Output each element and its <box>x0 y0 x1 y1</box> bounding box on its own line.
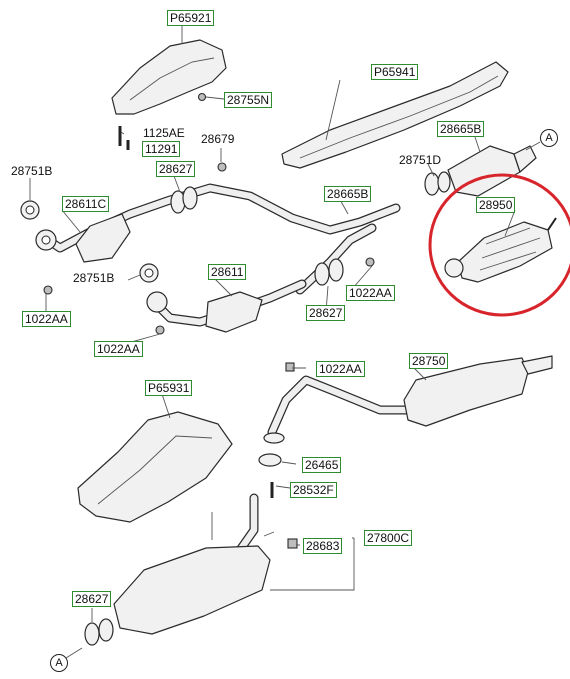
intermediate-pipe-inner <box>268 376 412 436</box>
label-28751b-left: 28751B <box>11 164 53 178</box>
label-28679: 28679 <box>201 132 235 146</box>
label-26465: 26465 <box>302 457 342 473</box>
hanger-28683 <box>287 538 298 549</box>
label-28627-top: 28627 <box>156 161 196 177</box>
gasket-28751b-mid-hole <box>144 268 154 278</box>
gasket-28627-bottom <box>84 622 100 646</box>
flange-28611-front <box>146 291 168 313</box>
label-p65941: P65941 <box>371 64 419 80</box>
catalytic-converter-28950-rib <box>479 227 541 271</box>
center-muffler-hanger <box>211 512 275 540</box>
flange-pipe-end <box>263 432 285 444</box>
label-28665b-top: 28665B <box>437 121 485 137</box>
label-28665b-mid: 28665B <box>324 186 372 202</box>
front-pipe-upper-inner <box>44 184 400 252</box>
nut-1022aa-low <box>155 325 165 335</box>
gasket-28751d <box>424 172 440 196</box>
hanger-rubber-1022aa <box>285 362 295 372</box>
nut-28679 <box>217 162 227 172</box>
ref-marker-a-bottom: A <box>50 654 68 672</box>
label-1125ae: 1125AE <box>143 126 185 140</box>
flange-28611c-front-hole <box>41 235 51 245</box>
label-11291: 11291 <box>142 141 181 157</box>
nut-1022aa-left <box>43 285 53 295</box>
intermediate-pipe <box>267 375 413 437</box>
label-28532f: 28532F <box>290 482 337 498</box>
label-28611c: 28611C <box>62 196 110 212</box>
heat-shield-tunnel-ridge <box>299 75 499 159</box>
label-28950: 28950 <box>476 197 516 213</box>
gasket-28627-mid <box>314 262 330 286</box>
nut-28755n <box>197 92 207 102</box>
label-1022aa-left: 1022AA <box>22 311 71 327</box>
catalytic-converter-28611c <box>75 213 131 263</box>
label-28751d: 28751D <box>399 153 442 167</box>
rear-muffler-tail <box>521 355 553 375</box>
ref-marker-a-top: A <box>540 129 558 147</box>
leaders <box>29 24 541 664</box>
label-28750: 28750 <box>409 353 449 369</box>
label-1022aa-tail: 1022AA <box>316 361 365 377</box>
gasket-26465 <box>258 453 282 467</box>
nut-1022aa-right <box>365 257 375 267</box>
gasket-28751b-left-hole <box>25 205 35 215</box>
label-28751b-mid: 28751B <box>73 271 115 285</box>
label-28627-bottom: 28627 <box>72 591 112 607</box>
label-p65931: P65931 <box>145 380 193 396</box>
label-27800c: 27800C <box>364 530 413 546</box>
gasket-28627-mid-b <box>328 258 344 282</box>
gasket-28627-bottom-b <box>98 618 114 642</box>
label-28755n: 28755N <box>224 92 273 108</box>
heat-shield-lower-ridge <box>97 435 213 505</box>
heat-shield-upper-ridge <box>129 57 215 101</box>
center-converter-neck <box>513 145 537 173</box>
gasket-28627-top-b <box>182 186 198 210</box>
heat-shield-tunnel <box>281 61 509 169</box>
catalytic-converter-28611 <box>205 291 263 333</box>
heat-shield-upper <box>111 39 227 115</box>
center-muffler-27800c <box>113 545 271 635</box>
label-1022aa-low: 1022AA <box>94 341 143 357</box>
label-p65921: P65921 <box>167 10 215 26</box>
rear-muffler-28750 <box>403 357 529 427</box>
heat-shield-lower <box>77 411 233 523</box>
highlight-ring <box>428 173 570 317</box>
gasket-28751d-b <box>437 171 451 193</box>
label-1022aa-right: 1022AA <box>346 285 395 301</box>
label-28611: 28611 <box>208 264 247 280</box>
catalytic-converter-28950-inlet <box>444 258 464 278</box>
label-28683: 28683 <box>303 538 343 554</box>
label-28627-mid: 28627 <box>306 305 346 321</box>
catalytic-converter-28950 <box>457 221 553 283</box>
catalytic-converter-28950-outlet <box>547 217 557 231</box>
